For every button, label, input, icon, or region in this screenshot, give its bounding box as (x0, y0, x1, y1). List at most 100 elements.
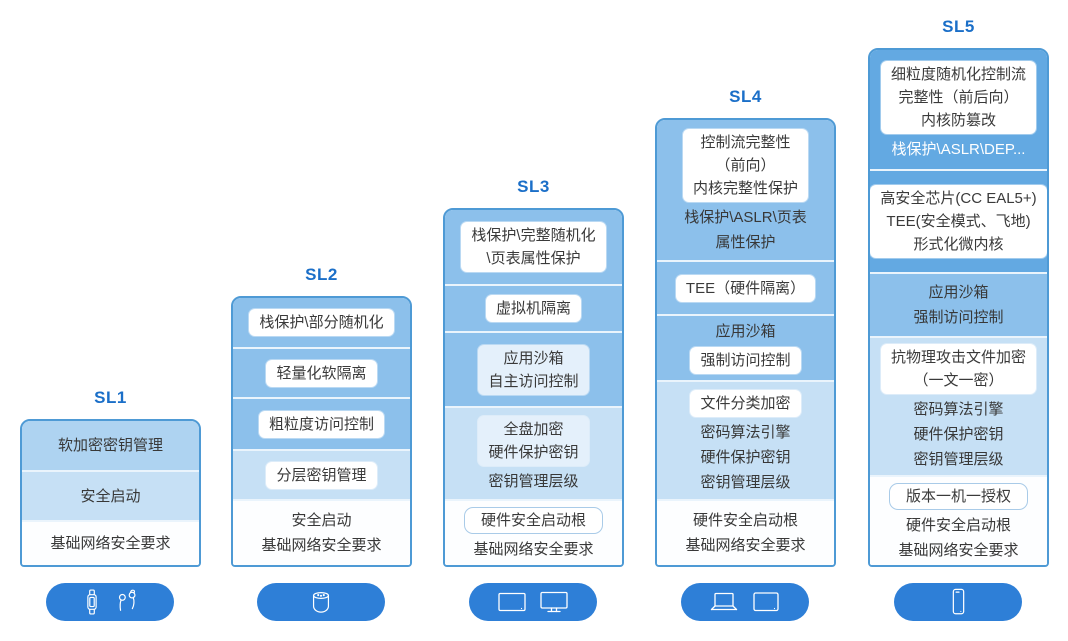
security-feature-text: 抗物理攻击文件加密 (890, 349, 1026, 366)
security-feature-text: 内核完整性保护 (692, 179, 798, 197)
security-feature-text: 硬件安全启动根 (905, 516, 1011, 534)
security-feature-pill: 栈保护\部分随机化 (249, 309, 394, 336)
security-feature-text: 硬件安全启动根 (692, 512, 798, 529)
security-feature-text: 全盘加密 (503, 421, 564, 438)
security-feature-text: 硬件安全启动根 (480, 512, 586, 529)
security-feature-text: 应用沙箱 (715, 323, 776, 340)
security-feature-text: 栈保护\ASLR\页表 (684, 208, 807, 226)
security-feature-pill: 粗粒度访问控制 (258, 410, 384, 438)
security-feature-text: 应用沙箱 (928, 284, 989, 301)
security-feature-text: 强制访问控制 (700, 352, 791, 369)
security-section: 文件分类加密密码算法引擎硬件保护密钥密钥管理层级 (657, 380, 834, 499)
security-feature-text: 细粒度随机化控制流 (890, 65, 1026, 83)
security-section: 硬件安全启动根基础网络安全要求 (657, 499, 834, 565)
security-feature-text: 栈保护\部分随机化 (259, 314, 384, 331)
security-feature-text: 自主访问控制 (488, 372, 579, 390)
security-feature-pill: 全盘加密硬件保护密钥 (478, 416, 589, 466)
security-section: 虚拟机隔离 (445, 284, 622, 331)
security-section: 分层密钥管理 (233, 449, 410, 499)
security-feature-text: 基础网络安全要求 (898, 541, 1019, 559)
security-section: 细粒度随机化控制流完整性（前后向）内核防篡改栈保护\ASLR\DEP... (870, 50, 1047, 169)
tablet-icon (751, 590, 781, 614)
smart-band-icon (81, 587, 103, 617)
security-feature-text: 强制访问控制 (913, 309, 1004, 326)
column-sl3: SL3 栈保护\完整随机化\页表属性保护虚拟机隔离应用沙箱自主访问控制全盘加密硬… (443, 0, 624, 641)
security-feature-text: 应用沙箱 (503, 349, 564, 367)
device-pill (469, 583, 597, 621)
security-section: 粗粒度访问控制 (233, 397, 410, 449)
column-box: 栈保护\完整随机化 \页表属性保护虚拟机隔离应用沙箱自主访问控制全盘加密硬件保护密… (443, 208, 624, 567)
security-feature-pill: 文件分类加密 (690, 389, 801, 417)
security-feature-text: 形式化微内核 (913, 236, 1004, 253)
security-feature-text: 基础网络安全要求 (685, 537, 806, 554)
security-feature-text: 栈保护\完整随机化 (471, 227, 596, 244)
security-feature-pill: 版本一机一授权 (888, 482, 1028, 510)
column-title: SL5 (942, 17, 975, 36)
security-feature-pill: 虚拟机隔离 (485, 295, 581, 322)
security-section: 高安全芯片(CC EAL5+) TEE(安全模式、飞地) 形式化微内核 (870, 169, 1047, 272)
security-feature-pill: 分层密钥管理 (266, 461, 377, 489)
security-feature-text: 软加密密钥管理 (57, 437, 163, 454)
security-feature-text: 密钥管理层级 (700, 473, 791, 491)
security-feature-text: 硬件保护密钥 (700, 448, 791, 466)
smartphone-icon (950, 587, 967, 617)
column-sl5: SL5 细粒度随机化控制流完整性（前后向）内核防篡改栈保护\ASLR\DEP..… (868, 0, 1049, 641)
security-feature-pill: TEE（硬件隔离） (675, 274, 816, 302)
security-feature-text: 密钥管理层级 (913, 451, 1004, 468)
security-feature-pill: 轻量化软隔离 (266, 359, 377, 387)
column-sl1: SL1 软加密密钥管理安全启动基础网络安全要求 (20, 0, 201, 641)
security-feature-text: 粗粒度访问控制 (268, 415, 374, 433)
device-pill (894, 583, 1022, 621)
security-feature-pill: 栈保护\完整随机化 \页表属性保护 (461, 222, 606, 272)
security-feature-text: 基础网络安全要求 (261, 537, 382, 554)
security-section: 安全启动 (22, 470, 199, 520)
laptop-icon (709, 590, 739, 614)
security-feature-text: TEE(安全模式、飞地) (886, 213, 1031, 230)
security-feature-text: 安全启动 (80, 487, 141, 505)
security-feature-pill: 强制访问控制 (690, 347, 801, 374)
security-feature-text: 属性保护 (715, 233, 776, 251)
security-feature-pill: 硬件安全启动根 (463, 507, 603, 534)
security-section: 全盘加密硬件保护密钥密钥管理层级 (445, 406, 622, 499)
security-feature-pill: 控制流完整性（前向）内核完整性保护 (682, 128, 808, 202)
security-feature-pill: 细粒度随机化控制流完整性（前后向）内核防篡改 (880, 60, 1036, 134)
security-section: 抗物理攻击文件加密 （一文一密） 密码算法引擎硬件保护密钥密钥管理层级 (870, 336, 1047, 475)
security-section: 软加密密钥管理 (22, 421, 199, 470)
security-feature-text: 虚拟机隔离 (495, 300, 571, 317)
security-feature-text: 高安全芯片(CC EAL5+) (880, 190, 1037, 207)
security-feature-text: （一文一密） (913, 372, 1004, 389)
security-feature-text: 分层密钥管理 (276, 466, 367, 484)
smart-speaker-icon (308, 587, 334, 617)
device-pill (46, 583, 174, 621)
security-feature-pill: 高安全芯片(CC EAL5+) TEE(安全模式、飞地) 形式化微内核 (870, 185, 1047, 258)
security-feature-text: 栈保护\ASLR\DEP... (891, 140, 1026, 158)
column-box: 细粒度随机化控制流完整性（前后向）内核防篡改栈保护\ASLR\DEP... 高安全… (868, 48, 1049, 567)
security-feature-text: 硬件保护密钥 (488, 444, 579, 461)
security-section: 栈保护\完整随机化 \页表属性保护 (445, 210, 622, 284)
device-pill (257, 583, 385, 621)
security-feature-text: 基础网络安全要求 (50, 535, 171, 552)
security-feature-text: 硬件保护密钥 (913, 426, 1004, 443)
security-feature-text: \页表属性保护 (486, 250, 581, 267)
earbuds-icon (115, 587, 139, 617)
security-section: 控制流完整性（前向）内核完整性保护栈保护\ASLR\页表属性保护 (657, 120, 834, 260)
security-section: 栈保护\部分随机化 (233, 298, 410, 347)
column-title: SL1 (94, 388, 127, 407)
security-feature-text: 文件分类加密 (700, 394, 791, 412)
security-feature-pill: 抗物理攻击文件加密 （一文一密） (880, 344, 1036, 394)
column-sl2: SL2 栈保护\部分随机化轻量化软隔离粗粒度访问控制分层密钥管理安全启动基础网络… (231, 0, 412, 641)
security-feature-pill: 应用沙箱自主访问控制 (478, 344, 589, 395)
column-box: 栈保护\部分随机化轻量化软隔离粗粒度访问控制分层密钥管理安全启动基础网络安全要求 (231, 296, 412, 567)
column-box: 软加密密钥管理安全启动基础网络安全要求 (20, 419, 201, 567)
security-feature-text: 密码算法引擎 (913, 401, 1004, 418)
security-feature-text: （前向） (715, 156, 776, 174)
security-section: 安全启动基础网络安全要求 (233, 499, 410, 565)
security-section: 应用沙箱自主访问控制 (445, 331, 622, 406)
security-feature-text: 安全启动 (291, 512, 352, 529)
security-feature-text: 版本一机一授权 (905, 487, 1011, 505)
security-section: 版本一机一授权硬件安全启动根基础网络安全要求 (870, 475, 1047, 565)
security-section: 基础网络安全要求 (22, 520, 199, 565)
